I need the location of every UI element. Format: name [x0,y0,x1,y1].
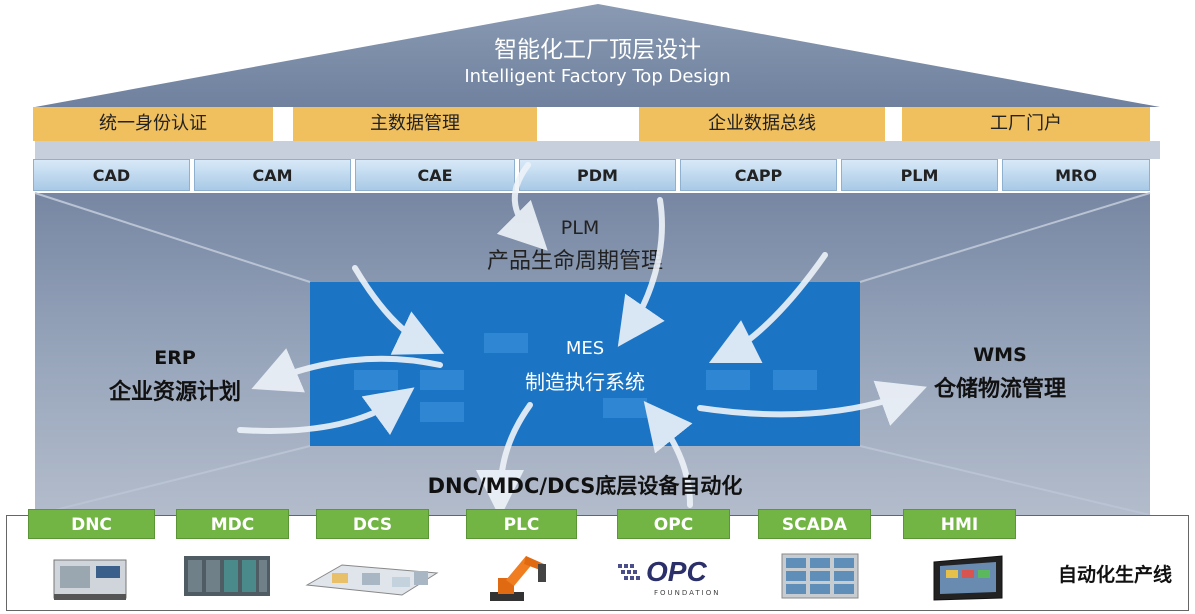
app-cam: CAM [194,159,351,191]
production-line-label: 自动化生产线 [1057,564,1172,586]
app-mro: MRO [1002,159,1150,191]
mes-ghost-block [354,370,398,390]
page-subtitle: Intelligent Factory Top Design [464,66,731,87]
factory-layout-icon [305,564,439,596]
device-dnc: DNC [28,509,155,539]
automation-label: DNC/MDC/DCS底层设备自动化 [427,474,743,498]
module-data-bus: 企业数据总线 [639,107,885,141]
mes-ghost-block [420,402,464,422]
scada-monitors-icon [781,553,859,599]
plm-label-en: PLM [560,217,600,239]
wms-label-en: WMS [973,344,1027,366]
app-cae: CAE [355,159,515,191]
mes-box [310,282,860,446]
device-dcs: DCS [316,509,429,539]
module-master-data: 主数据管理 [293,107,537,141]
cnc-machine-icon [53,559,127,600]
mes-label-cn: 制造执行系统 [525,370,645,394]
mes-ghost-block [773,370,817,390]
device-hmi: HMI [903,509,1016,539]
device-scada: SCADA [758,509,871,539]
device-plc: PLC [466,509,577,539]
mes-ghost-block [420,370,464,390]
module-factory-portal: 工厂门户 [902,107,1150,141]
app-cad: CAD [33,159,190,191]
industrial-robot-icon [490,556,546,601]
module-identity-auth: 统一身份认证 [33,107,273,141]
erp-label-cn: 企业资源计划 [108,380,241,405]
mes-ghost-block [603,398,647,418]
roof [35,4,1160,107]
plc-rack-icon [184,556,270,596]
plm-label-cn: 产品生命周期管理 [486,249,663,274]
app-plm: PLM [841,159,998,191]
device-mdc: MDC [176,509,289,539]
mes-ghost-block [484,333,528,353]
mes-ghost-block [706,370,750,390]
app-pdm: PDM [519,159,676,191]
erp-label-en: ERP [154,347,196,369]
app-capp: CAPP [680,159,837,191]
page-title: 智能化工厂顶层设计 [494,37,701,63]
opc-foundation-logo: OPC FOUNDATION [616,556,736,600]
roof-band [35,141,1160,159]
wms-label-cn: 仓储物流管理 [933,377,1066,402]
device-opc: OPC [617,509,730,539]
hmi-panel-icon [933,555,1003,601]
mes-label-en: MES [565,338,605,359]
